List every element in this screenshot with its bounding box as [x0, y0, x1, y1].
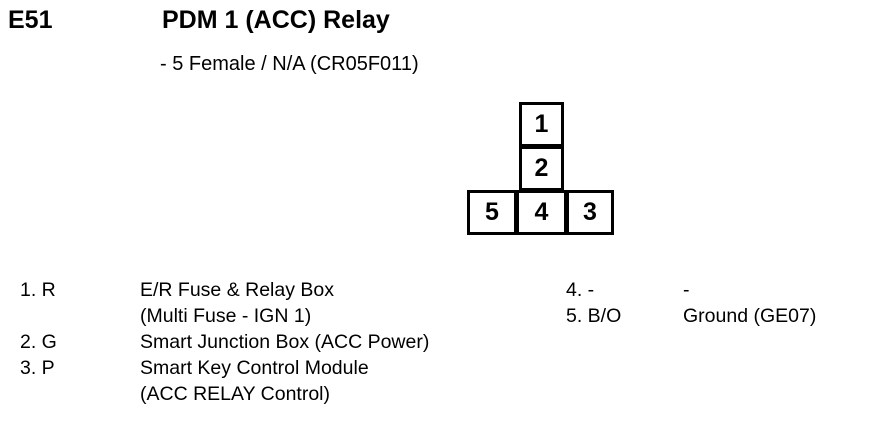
pin-label: 5. B/O [566, 305, 622, 327]
pin-cavity-3: 3 [566, 190, 614, 235]
pin-description: - [683, 279, 690, 301]
page-title: PDM 1 (ACC) Relay [162, 6, 390, 34]
pin-cavity-4: 4 [516, 190, 567, 235]
connector-subtitle: - 5 Female / N/A (CR05F011) [160, 53, 419, 75]
pin-cavity-2: 2 [519, 146, 564, 191]
pin-cavity-5: 5 [467, 190, 517, 235]
pin-description: E/R Fuse & Relay Box [140, 279, 334, 301]
pin-label: 3. P [20, 357, 55, 379]
pin-label: 1. R [20, 279, 56, 301]
pin-cavity-1: 1 [519, 102, 564, 147]
pin-label: 2. G [20, 331, 57, 353]
pin-description: Ground (GE07) [683, 305, 817, 327]
pin-label: 4. - [566, 279, 595, 301]
pin-cavity-diagram: 1 2 5 4 3 [467, 102, 615, 235]
pin-description: Smart Key Control Module [140, 357, 369, 379]
pin-description-continuation-text: (Multi Fuse - IGN 1) [140, 305, 312, 327]
pin-description-continuation-text: (ACC RELAY Control) [140, 383, 331, 405]
connector-code: E51 [8, 6, 53, 34]
pin-description: Smart Junction Box (ACC Power) [140, 331, 430, 353]
